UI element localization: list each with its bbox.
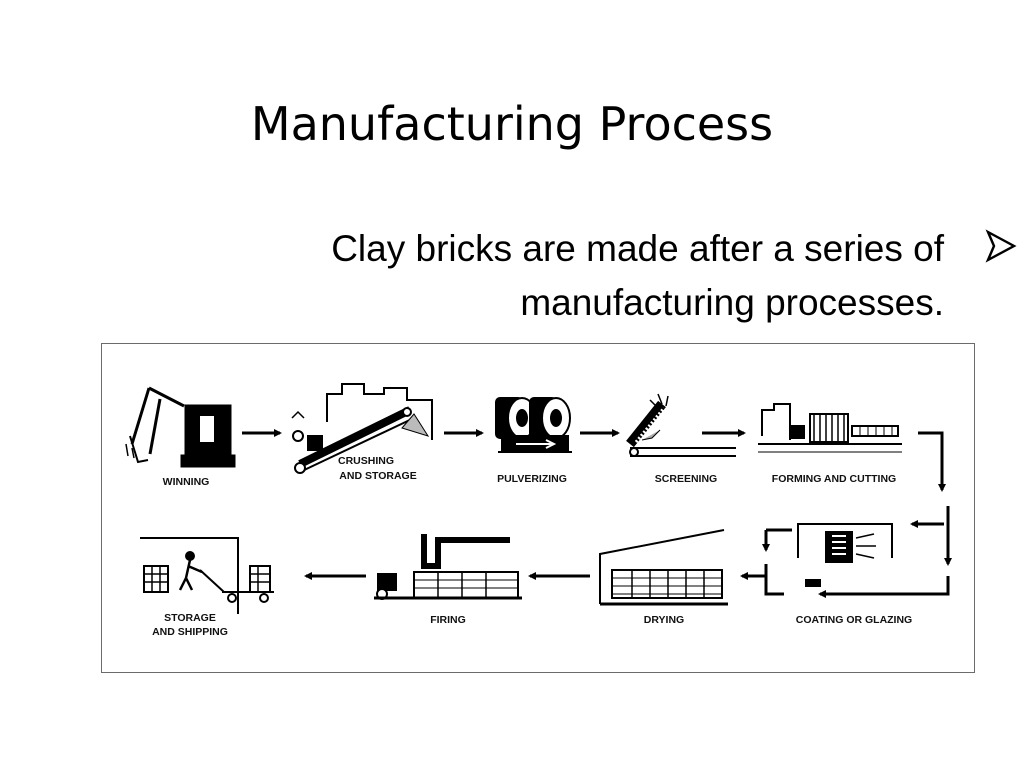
slide-title: Manufacturing Process [250,96,774,151]
step-label-firing: FIRING [430,614,466,626]
coating-machine-icon [797,523,893,587]
extruder-cutter-icon [758,403,902,453]
flow-arrow-5 [918,431,946,492]
dryer-shed-icon [599,529,728,606]
flow-arrow-8 [818,576,950,598]
screen-icon [626,393,736,457]
excavator-icon [125,386,236,468]
flow-arrow-9 [764,564,784,596]
process-diagram: WINNING CRUSHING AND STORAGE [101,343,975,673]
step-label-winning: WINNING [163,476,210,488]
kiln-icon [374,534,522,600]
crusher-conveyor-icon [291,383,433,474]
step-label-screening: SCREENING [655,473,717,485]
step-label-crushing-2: AND STORAGE [339,470,416,482]
step-label-storage: STORAGE [164,612,216,624]
step-label-coating: COATING OR GLAZING [796,614,912,626]
bullet-line-2: manufacturing processes. [520,282,944,323]
bullet-line-1: Clay bricks are made after a series of [331,228,944,269]
step-label-forming: FORMING AND CUTTING [772,473,896,485]
process-diagram-svg: WINNING CRUSHING AND STORAGE [125,383,952,638]
bullet-text: Clay bricks are made after a series of m… [124,222,944,330]
step-label-drying: DRYING [644,614,684,626]
step-label-storage-2: AND SHIPPING [152,626,228,638]
step-label-crushing: CRUSHING [338,455,394,467]
step-label-pulverizing: PULVERIZING [497,473,567,485]
arrowhead-bullet-icon [985,229,1017,263]
pulverizer-rollers-icon [495,397,572,453]
warehouse-cart-icon [140,537,274,614]
